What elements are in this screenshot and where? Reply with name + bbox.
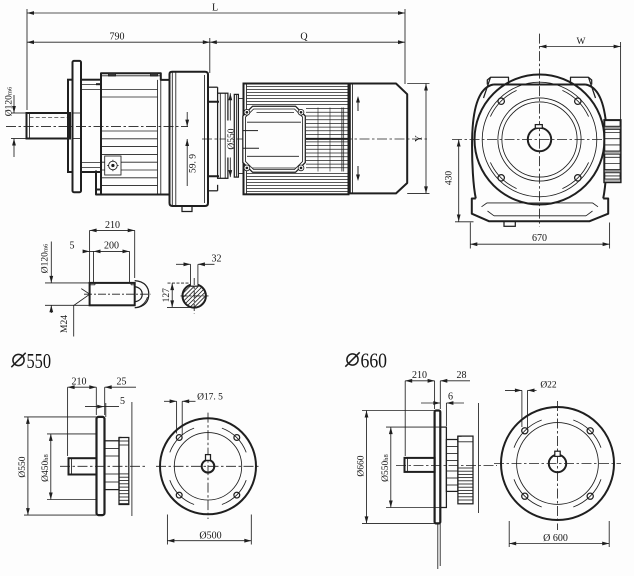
svg-text:59. 9: 59. 9 [188, 154, 198, 173]
svg-text:6: 6 [448, 392, 453, 403]
svg-text:660: 660 [361, 349, 388, 373]
svg-text:Ø 600: Ø 600 [543, 533, 568, 544]
svg-text:L: L [212, 3, 218, 14]
svg-text:Ø550: Ø550 [227, 128, 237, 149]
svg-text:Q: Q [300, 32, 308, 43]
svg-text:Ø120m6: Ø120m6 [5, 86, 15, 116]
svg-text:Ø500: Ø500 [199, 531, 221, 542]
svg-text:25: 25 [117, 376, 127, 387]
svg-text:430: 430 [445, 171, 455, 186]
svg-text:127: 127 [162, 288, 172, 303]
svg-text:Ø22: Ø22 [540, 381, 557, 391]
svg-text:670: 670 [532, 233, 547, 244]
svg-text:5: 5 [120, 396, 125, 407]
svg-text:210: 210 [72, 376, 87, 387]
svg-text:28: 28 [457, 370, 467, 381]
svg-text:550: 550 [27, 349, 52, 373]
svg-text:Ø550h8: Ø550h8 [381, 454, 391, 482]
svg-text:Ø120m6: Ø120m6 [41, 243, 51, 273]
svg-text:Y: Y [415, 135, 425, 142]
svg-text:32: 32 [212, 254, 222, 265]
svg-text:Ø17. 5: Ø17. 5 [197, 392, 223, 402]
svg-text:Ø550: Ø550 [18, 456, 28, 477]
svg-text:Ø450h8: Ø450h8 [41, 454, 51, 482]
svg-text:5: 5 [70, 241, 75, 252]
svg-text:790: 790 [110, 32, 125, 43]
svg-text:210: 210 [105, 220, 120, 231]
svg-text:Ø660: Ø660 [357, 455, 367, 476]
svg-text:M24: M24 [60, 315, 70, 333]
svg-text:200: 200 [104, 241, 119, 252]
svg-text:W: W [577, 37, 586, 47]
svg-text:210: 210 [412, 370, 427, 381]
